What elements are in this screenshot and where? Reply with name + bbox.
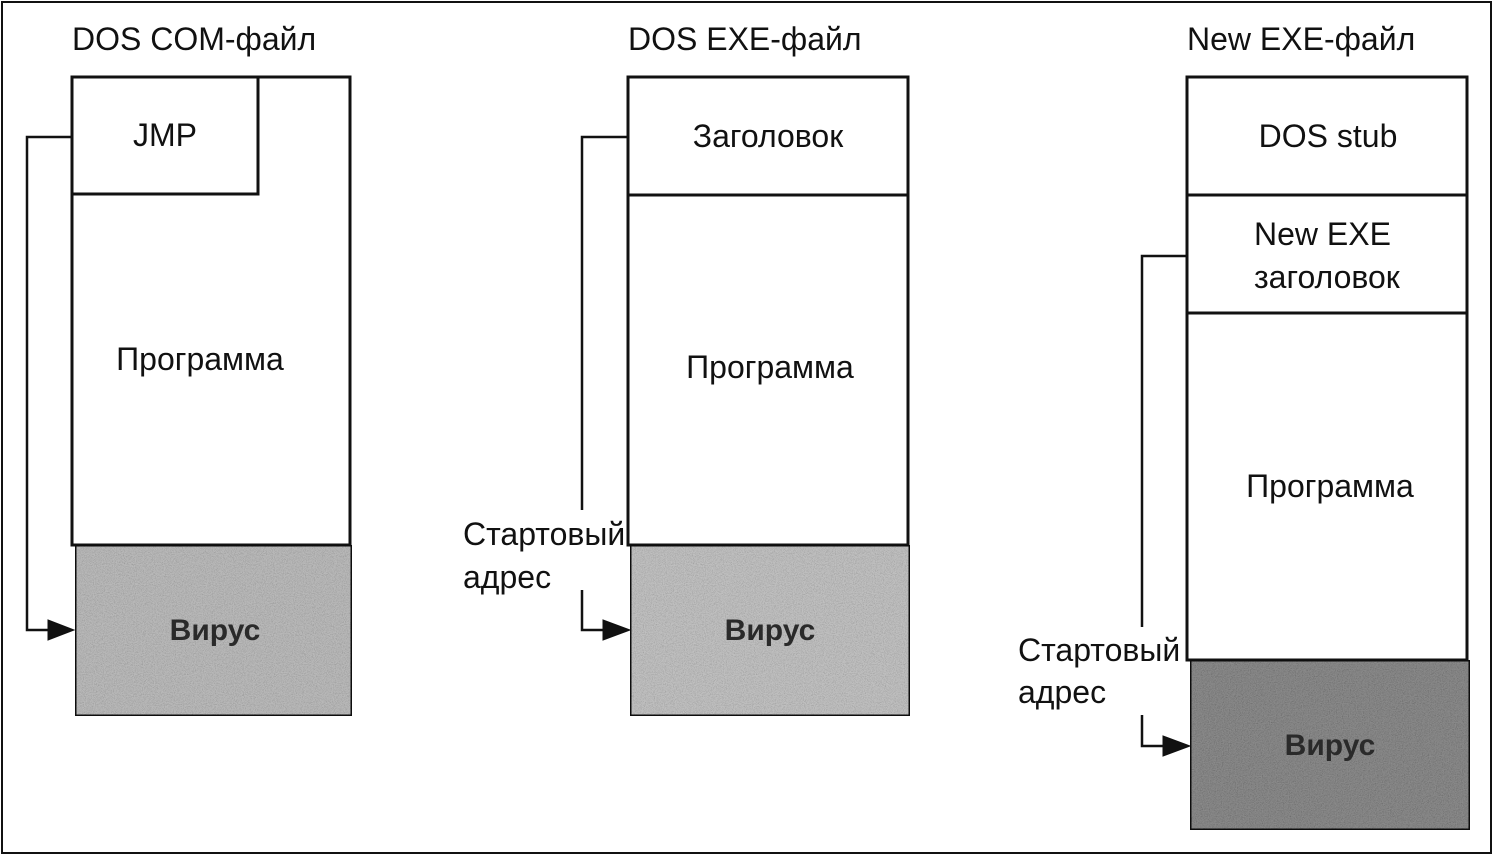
jmp-block	[70, 75, 260, 196]
start-address-label-line2: адрес	[463, 559, 551, 595]
column-title: New EXE-файл	[1187, 21, 1415, 57]
column-title: DOS COM-файл	[72, 21, 316, 57]
start-connector-top	[580, 135, 628, 510]
program-label: Программа	[116, 341, 284, 377]
new-exe-header-label-line1: New EXE	[1254, 216, 1391, 252]
virus-label: Вирус	[170, 614, 261, 647]
column-title: DOS EXE-файл	[628, 21, 862, 57]
program-block	[626, 75, 910, 547]
start-arrowhead	[602, 619, 632, 641]
program-label: Программа	[686, 349, 854, 385]
column-new-exe: New EXE-файл DOS stub New EXE заголовок …	[1018, 21, 1472, 832]
program-label: Программа	[1246, 468, 1414, 504]
virus-block	[1188, 658, 1472, 832]
new-exe-header-label-line2: заголовок	[1254, 259, 1401, 295]
start-address-label-line2: адрес	[1018, 674, 1106, 710]
column-dos-exe: DOS EXE-файл Заголовок Программа Вирус С…	[463, 21, 912, 718]
jmp-label: JMP	[133, 117, 197, 153]
dos-stub-label: DOS stub	[1259, 118, 1398, 154]
header-label: Заголовок	[693, 118, 844, 154]
virus-label: Вирус	[725, 614, 816, 647]
virus-block	[73, 543, 354, 718]
start-address-label-line1: Стартовый	[463, 516, 625, 552]
jump-arrowhead	[47, 619, 76, 641]
start-address-label-line1: Стартовый	[1018, 632, 1180, 668]
program-block	[1185, 75, 1469, 662]
start-connector-top	[1140, 254, 1187, 627]
jump-connector	[25, 135, 72, 632]
column-dos-com: DOS COM-файл JMP Программа Вирус	[25, 21, 354, 718]
start-connector-bottom	[1140, 715, 1165, 748]
virus-label: Вирус	[1285, 729, 1376, 762]
start-arrowhead	[1162, 735, 1192, 757]
start-connector-bottom	[580, 590, 605, 632]
